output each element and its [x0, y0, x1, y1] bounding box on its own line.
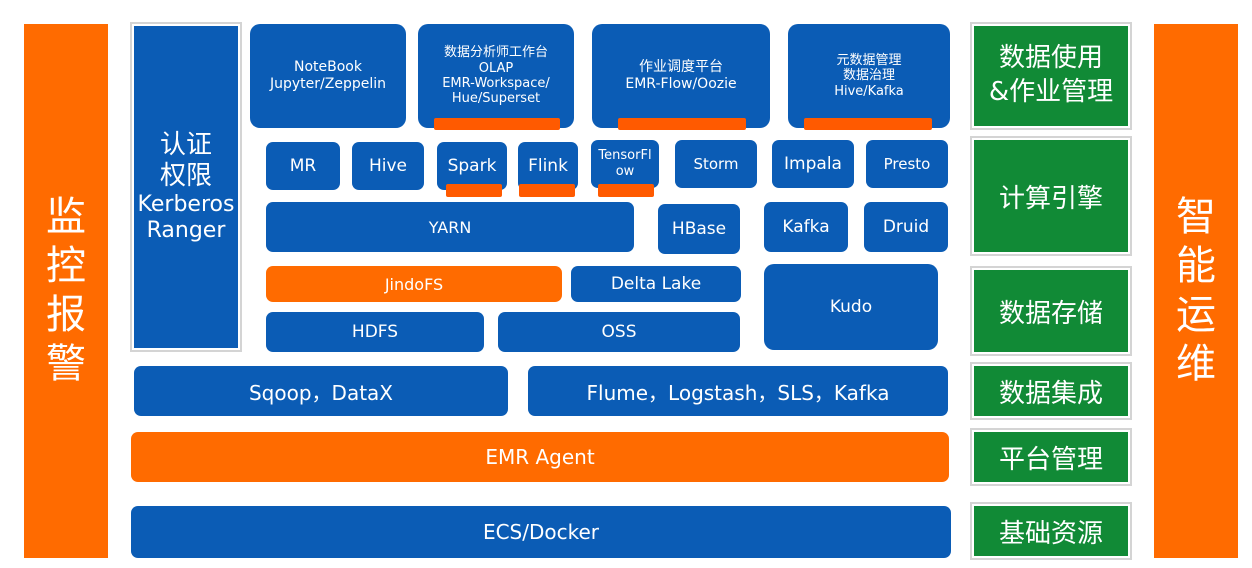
layer-label: 数据使用	[998, 43, 1103, 74]
hbase-box: HBase	[658, 204, 740, 254]
monitoring-char: 监	[46, 194, 86, 241]
tensorflow-box: TensorFl ow	[591, 140, 659, 188]
metadata-line: 数据治理	[842, 68, 895, 84]
monitoring-char: 报	[46, 292, 86, 338]
impala-box: Impala	[772, 140, 854, 188]
layer-data-storage: 数据存储	[974, 270, 1128, 352]
notebook-box: NoteBook Jupyter/Zeppelin	[250, 24, 406, 128]
workbench-line: EMR-Workspace/	[442, 76, 550, 91]
layer-base-resources: 基础资源	[974, 506, 1128, 556]
oss-box: OSS	[498, 312, 740, 352]
highlight-bar	[618, 118, 746, 130]
flume-logstash-box: Flume，Logstash，SLS，Kafka	[528, 366, 948, 416]
highlight-bar	[434, 118, 560, 130]
layer-data-integration: 数据集成	[974, 366, 1128, 416]
layer-compute-engine: 计算引擎	[974, 140, 1128, 252]
notebook-line: Jupyter/Zeppelin	[270, 76, 386, 92]
highlight-bar	[446, 184, 502, 197]
scheduling-line: 作业调度平台	[639, 59, 723, 76]
highlight-bar	[519, 184, 575, 197]
scheduling-line: EMR-Flow/Oozie	[625, 76, 737, 92]
auth-permission-panel: 认证 权限 Kerberos Ranger	[134, 26, 238, 348]
emr-agent-box: EMR Agent	[131, 432, 949, 482]
auth-line: 认证	[159, 130, 212, 161]
ecs-docker-box: ECS/Docker	[131, 506, 951, 558]
workbench-line: Hue/Superset	[451, 91, 541, 107]
spark-box: Spark	[437, 142, 507, 190]
auth-line: Kerberos	[137, 191, 235, 217]
layer-label: &作业管理	[988, 77, 1114, 107]
layer-platform-management: 平台管理	[974, 432, 1128, 482]
ops-char: 智	[1176, 194, 1216, 241]
metadata-line: 元数据管理	[836, 53, 902, 68]
storm-box: Storm	[675, 140, 757, 188]
layer-data-usage: 数据使用 &作业管理	[974, 26, 1128, 126]
highlight-bar	[804, 118, 932, 130]
ops-char: 能	[1176, 243, 1216, 290]
auth-line: Ranger	[146, 217, 226, 243]
kudo-box: Kudo	[764, 264, 938, 350]
presto-box: Presto	[866, 140, 948, 188]
workbench-line: OLAP	[478, 60, 514, 76]
tensorflow-line: TensorFl	[598, 148, 652, 164]
notebook-line: NoteBook	[294, 59, 362, 76]
tensorflow-line: ow	[615, 164, 635, 179]
monitoring-alert-panel: 监 控 报 警	[24, 24, 108, 558]
yarn-box: YARN	[266, 202, 634, 252]
highlight-bar	[598, 184, 654, 197]
kafka-box: Kafka	[764, 202, 848, 252]
hdfs-box: HDFS	[266, 312, 484, 352]
auth-line: 权限	[159, 161, 212, 192]
ops-char: 维	[1176, 340, 1216, 387]
intelligent-ops-panel: 智 能 运 维	[1154, 24, 1238, 558]
hive-box: Hive	[352, 142, 424, 190]
flink-box: Flink	[518, 142, 578, 190]
druid-box: Druid	[864, 202, 948, 252]
ops-char: 运	[1176, 292, 1216, 338]
mr-box: MR	[266, 142, 340, 190]
metadata-line: Hive/Kafka	[834, 83, 904, 99]
sqoop-datax-box: Sqoop，DataX	[134, 366, 508, 416]
monitoring-char: 控	[46, 243, 86, 290]
deltalake-box: Delta Lake	[571, 266, 741, 302]
monitoring-char: 警	[46, 340, 86, 387]
jindofs-box: JindoFS	[266, 266, 562, 302]
workbench-line: 数据分析师工作台	[443, 45, 548, 61]
metadata-management-box: 元数据管理 数据治理 Hive/Kafka	[788, 24, 950, 128]
analyst-workbench-box: 数据分析师工作台 OLAP EMR-Workspace/ Hue/Superse…	[418, 24, 574, 128]
job-scheduling-box: 作业调度平台 EMR-Flow/Oozie	[592, 24, 770, 128]
